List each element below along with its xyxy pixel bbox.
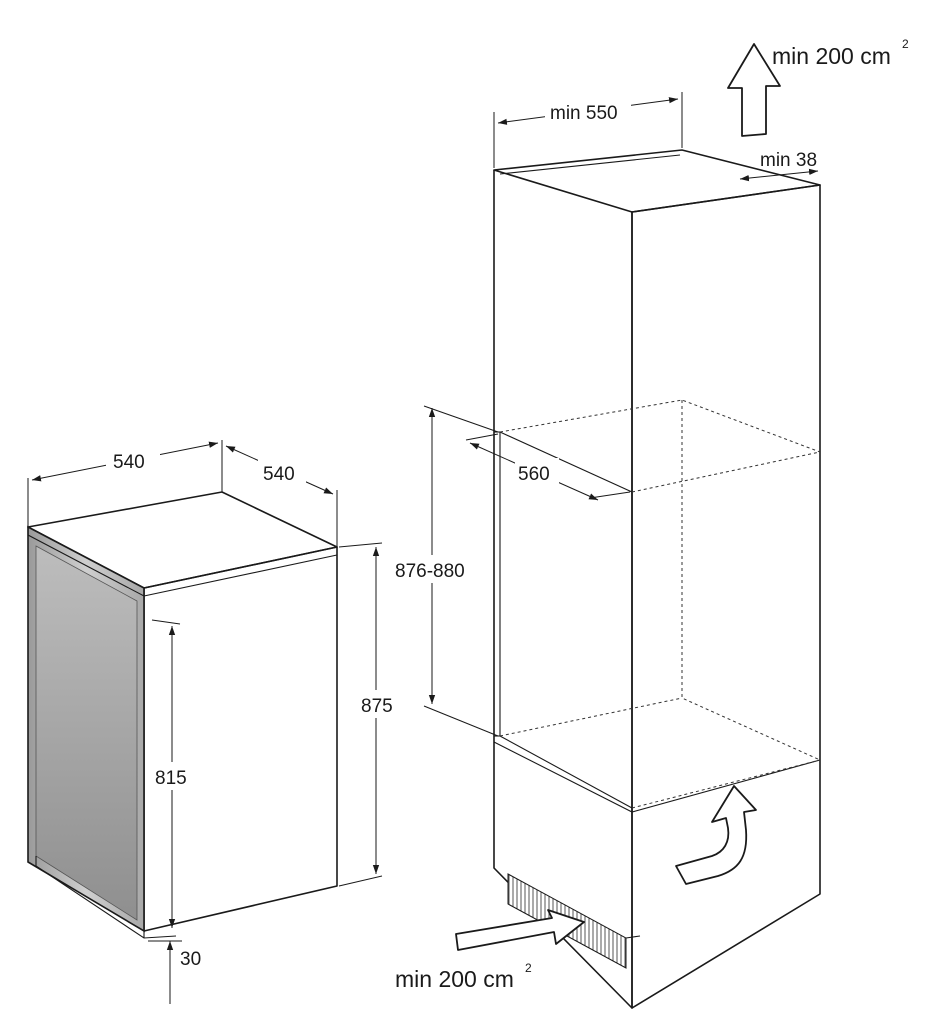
cabinet-side-face: [631, 184, 821, 1009]
airflow-curved-arrow-icon: [675, 785, 757, 885]
niche-depth-dimension: 560: [465, 433, 631, 501]
appliance-depth-dimension: 540: [225, 445, 338, 547]
ventilation-top-sup: 2: [902, 37, 909, 51]
svg-text:min 200 cm: min 200 cm: [772, 43, 891, 69]
appliance-door-panel: [35, 545, 138, 921]
ventilation-bottom-sup: 2: [525, 961, 532, 975]
ventilation-top-text: min 200 cm: [772, 43, 891, 69]
airflow-top-arrow-icon: [727, 43, 781, 137]
ventilation-bottom-text: min 200 cm: [395, 966, 514, 992]
appliance-height-dimension: 875: [338, 542, 400, 887]
door-height-dimension: 815: [151, 619, 193, 928]
niche-width-dimension: min 550: [493, 92, 683, 168]
gap-dimension: min 38: [739, 150, 819, 182]
appliance-width-dimension: 540: [27, 440, 223, 527]
appliance-height-label: 875: [361, 696, 393, 717]
door-height-label: 815: [155, 768, 187, 789]
ventilation-bottom-label: min 200 cm 2: [395, 961, 532, 992]
plinth-label: 30: [180, 949, 201, 970]
appliance-width-label: 540: [113, 452, 145, 473]
appliance-drawing: [27, 491, 338, 939]
svg-text:min 200 cm: min 200 cm: [395, 966, 514, 992]
airflow-bottom-arrow-icon: [455, 909, 585, 951]
appliance-depth-label: 540: [263, 464, 295, 485]
gap-label: min 38: [760, 150, 817, 171]
niche-depth-label: 560: [518, 464, 550, 485]
plinth-dimension: 30: [148, 940, 201, 1004]
ventilation-top-label: min 200 cm 2: [772, 37, 909, 69]
appliance-side-face: [143, 546, 338, 932]
niche-height-dimension: 876-880: [393, 405, 499, 737]
niche-height-label: 876-880: [395, 561, 465, 582]
niche-drawing: [493, 149, 821, 1009]
niche-width-label: min 550: [550, 103, 618, 124]
